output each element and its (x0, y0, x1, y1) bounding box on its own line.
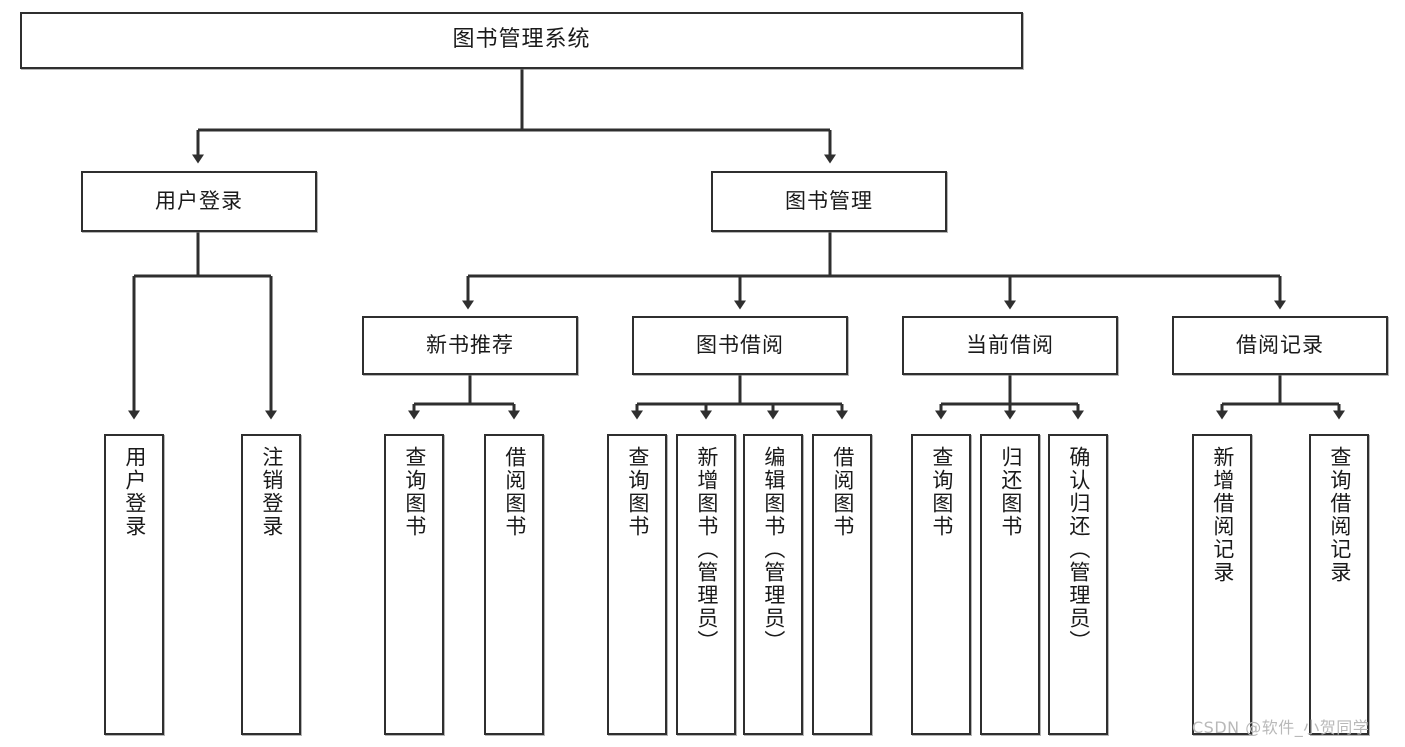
leaf-add-borrow-record[interactable]: 新增借阅记录 (1192, 434, 1252, 735)
node-label: 当前借阅 (966, 332, 1054, 357)
node-root-book-management-system[interactable]: 图书管理系统 (20, 12, 1023, 69)
leaf-query-book-recommend[interactable]: 查询图书 (384, 434, 444, 735)
node-label: 新书推荐 (426, 332, 514, 357)
node-label: 借阅记录 (1236, 332, 1324, 357)
node-label: 用户登录 (122, 446, 147, 538)
node-label: 新增图书（管理员） (694, 446, 719, 653)
node-current-borrow[interactable]: 当前借阅 (902, 316, 1118, 375)
leaf-user-login[interactable]: 用户登录 (104, 434, 164, 735)
leaf-confirm-return-admin[interactable]: 确认归还（管理员） (1048, 434, 1108, 735)
node-label: 新增借阅记录 (1210, 446, 1235, 584)
node-label: 归还图书 (998, 446, 1023, 538)
node-label: 查询图书 (929, 446, 954, 538)
node-label: 注销登录 (259, 446, 284, 538)
watermark: CSDN @软件_小贺同学 (1192, 718, 1370, 737)
node-user-login[interactable]: 用户登录 (81, 171, 317, 232)
node-label: 查询图书 (625, 446, 650, 538)
leaf-edit-book-admin[interactable]: 编辑图书（管理员） (743, 434, 803, 735)
node-book-borrow[interactable]: 图书借阅 (632, 316, 848, 375)
node-label: 确认归还（管理员） (1066, 446, 1091, 653)
node-label: 查询借阅记录 (1327, 446, 1352, 584)
node-label: 查询图书 (402, 446, 427, 538)
leaf-query-book-current[interactable]: 查询图书 (911, 434, 971, 735)
leaf-borrow-book-recommend[interactable]: 借阅图书 (484, 434, 544, 735)
node-label: 编辑图书（管理员） (761, 446, 786, 653)
leaf-borrow-book-borrow[interactable]: 借阅图书 (812, 434, 872, 735)
node-label: 图书借阅 (696, 332, 784, 357)
node-book-management[interactable]: 图书管理 (711, 171, 947, 232)
leaf-user-logout[interactable]: 注销登录 (241, 434, 301, 735)
node-new-book-recommend[interactable]: 新书推荐 (362, 316, 578, 375)
node-label: 借阅图书 (502, 446, 527, 538)
leaf-add-book-admin[interactable]: 新增图书（管理员） (676, 434, 736, 735)
node-label: 借阅图书 (830, 446, 855, 538)
node-label: 图书管理 (785, 188, 873, 213)
node-borrow-record[interactable]: 借阅记录 (1172, 316, 1388, 375)
leaf-return-book[interactable]: 归还图书 (980, 434, 1040, 735)
node-label: 用户登录 (155, 188, 243, 213)
leaf-query-book-borrow[interactable]: 查询图书 (607, 434, 667, 735)
node-label: 图书管理系统 (452, 27, 591, 53)
leaf-query-borrow-record[interactable]: 查询借阅记录 (1309, 434, 1369, 735)
